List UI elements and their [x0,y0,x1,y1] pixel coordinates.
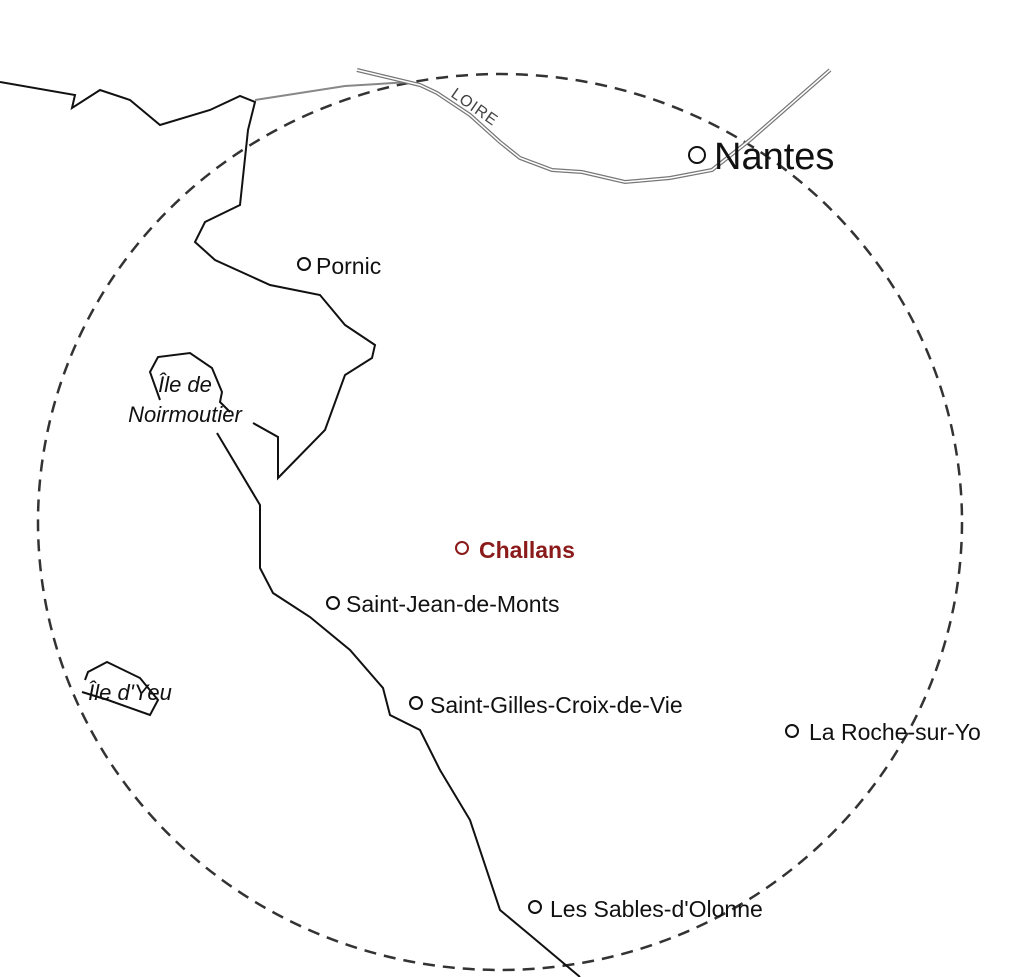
estuary-line [254,81,411,101]
radius-circle [36,72,964,972]
city-marker-la-roche-sur-yon[interactable] [785,724,799,738]
city-marker-pornic[interactable] [297,257,311,271]
yeu-island [81,660,160,717]
coastline [0,81,377,481]
island-label-line: Noirmoutier [128,402,242,427]
city-label-challans: Challans [479,537,575,563]
loire-river-inner [356,69,831,183]
island-label-noirmoutier: Île de Noirmoutier [100,370,270,430]
city-marker-nantes[interactable] [688,146,706,164]
city-label-saint-jean-de-monts: Saint-Jean-de-Monts [346,591,560,617]
island-label-line: Île de [158,372,212,397]
city-marker-saint-jean-de-monts[interactable] [326,596,340,610]
city-label-pornic: Pornic [316,253,382,279]
city-label-les-sables: Les Sables-d'Olonne [550,896,763,922]
city-marker-saint-gilles[interactable] [409,696,423,710]
island-label-yeu: Île d'Yeu [88,680,172,705]
city-label-la-roche-sur-yon: La Roche-sur-Yo [809,719,981,745]
city-label-nantes: Nantes [714,136,835,178]
city-marker-challans[interactable] [455,541,469,555]
noirmoutier-island [148,351,231,413]
coastline-south [216,432,581,977]
city-label-saint-gilles: Saint-Gilles-Croix-de-Vie [430,692,683,718]
city-marker-les-sables[interactable] [528,900,542,914]
